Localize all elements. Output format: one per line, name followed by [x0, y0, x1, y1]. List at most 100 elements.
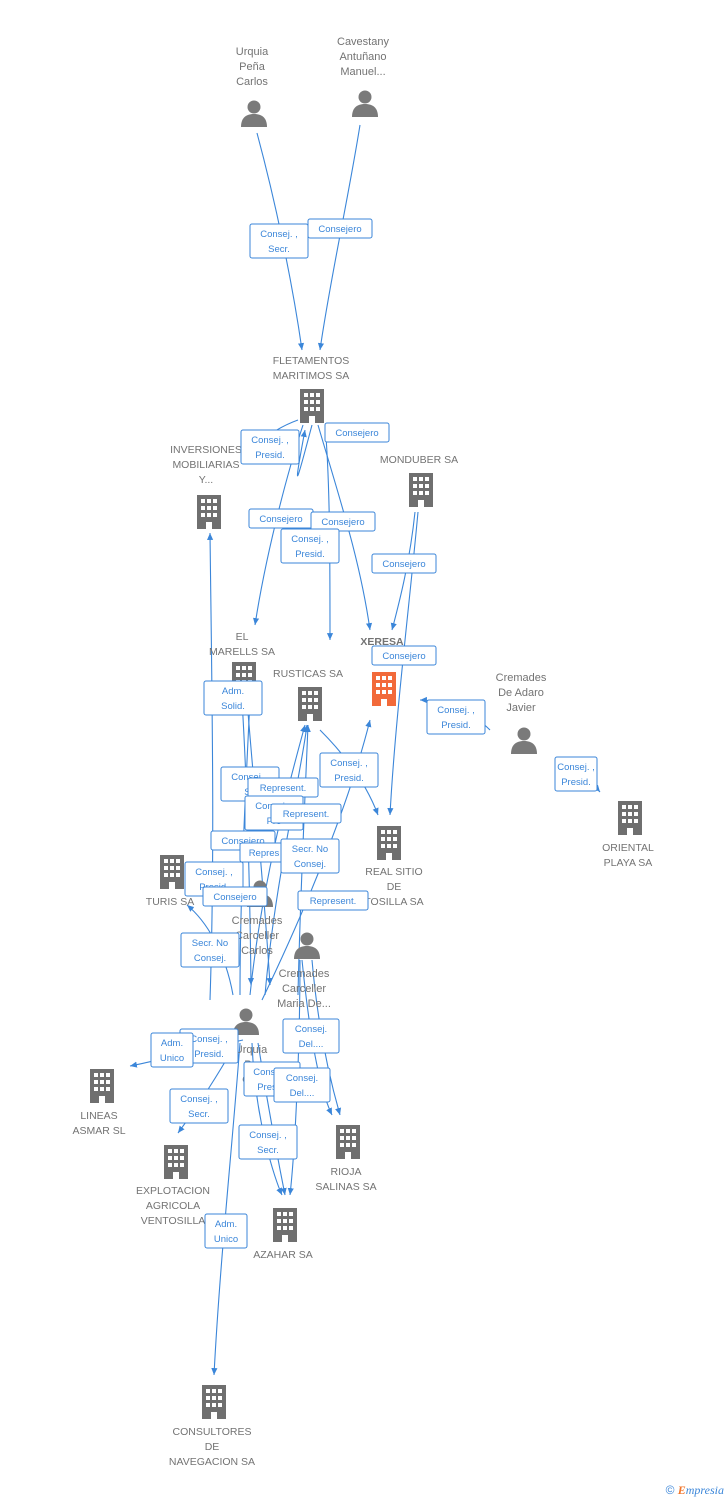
- relation-text: Consej. ,: [190, 1034, 228, 1045]
- company-node[interactable]: MONDUBER SA: [380, 454, 458, 507]
- relation-text: Secr. No: [292, 844, 328, 855]
- relation-label[interactable]: Consejero: [324, 422, 390, 443]
- relation-text: Consej.: [286, 1073, 318, 1084]
- building-icon: [90, 1069, 114, 1103]
- relation-text: Consej.: [295, 1024, 327, 1035]
- node-label: RUSTICAS SA: [273, 668, 343, 680]
- node-label: AZAHAR SA: [253, 1249, 313, 1261]
- relation-text: Consej. ,: [437, 705, 475, 716]
- building-icon: [336, 1125, 360, 1159]
- relation-text: Del....: [290, 1088, 315, 1099]
- person-icon: [511, 727, 537, 754]
- relation-label[interactable]: Consej.Del....: [282, 1018, 340, 1054]
- relation-label[interactable]: Adm.Unico: [204, 1213, 248, 1249]
- relation-label[interactable]: Consej. , Presid.: [319, 752, 379, 788]
- building-icon: [377, 826, 401, 860]
- relation-text: Presid.: [194, 1049, 224, 1060]
- building-icon: [372, 672, 396, 706]
- relation-text: Consejero: [382, 559, 425, 570]
- relation-edge: [207, 532, 214, 1001]
- copyright-symbol: ©: [665, 1483, 675, 1497]
- relation-label[interactable]: Consejero: [310, 511, 376, 532]
- relation-label[interactable]: Represent.: [297, 890, 369, 911]
- relation-text: Presid.: [334, 773, 364, 784]
- relation-text: Adm.: [215, 1219, 237, 1230]
- building-icon: [300, 389, 324, 423]
- company-node[interactable]: TURIS SA: [146, 855, 194, 908]
- relation-text: Consej. ,: [253, 1067, 291, 1078]
- relation-text: Presid.: [295, 549, 325, 560]
- building-icon: [409, 473, 433, 507]
- relation-edge: [249, 724, 307, 996]
- relation-text: Consejero: [382, 651, 425, 662]
- relation-label[interactable]: Consejero: [202, 886, 268, 907]
- relation-label[interactable]: Consejero: [248, 508, 314, 529]
- footer-brand[interactable]: © Empresia: [666, 1483, 724, 1498]
- relation-label[interactable]: Consej. Del....: [273, 1067, 331, 1103]
- relation-text: Consejero: [213, 892, 256, 903]
- building-icon: [160, 855, 184, 889]
- relation-label[interactable]: Represent.: [247, 777, 319, 798]
- relation-label[interactable]: Represent.: [270, 803, 342, 824]
- relation-label[interactable]: Consejero: [371, 645, 437, 666]
- company-node[interactable]: AZAHAR SA: [253, 1208, 313, 1261]
- company-node[interactable]: RUSTICAS SA: [273, 668, 343, 721]
- relation-label[interactable]: Consej. ,Presid.: [280, 528, 340, 564]
- relation-text: Represent.: [310, 896, 356, 907]
- relation-label[interactable]: Adm.Solid.: [203, 680, 263, 716]
- relation-text: Presid.: [255, 450, 285, 461]
- relation-text: Consejero: [259, 514, 302, 525]
- relation-edge: [296, 424, 313, 477]
- building-icon: [202, 1385, 226, 1419]
- relation-text: Represent.: [283, 809, 329, 820]
- relation-text: Consej. ,: [330, 758, 368, 769]
- relation-text: Presid.: [441, 720, 471, 731]
- relation-label[interactable]: Consej. , Secr.: [169, 1088, 229, 1124]
- relation-text: Secr. No: [192, 938, 228, 949]
- relation-edge: [390, 511, 416, 631]
- empresia-logo: Empresia: [677, 1483, 724, 1497]
- relation-label[interactable]: Consej. ,Presid.: [240, 429, 300, 465]
- relation-text: Consej. ,: [249, 1130, 287, 1141]
- relation-label[interactable]: Consej. , Presid.: [426, 699, 486, 735]
- relation-text: Repres: [249, 848, 280, 859]
- relation-label[interactable]: Adm.Unico: [150, 1032, 194, 1068]
- relation-label[interactable]: Consej. , Secr.: [238, 1124, 298, 1160]
- relation-label[interactable]: Consejero: [307, 218, 373, 239]
- relation-label[interactable]: Consej. ,Presid.: [554, 756, 598, 792]
- building-icon: [273, 1208, 297, 1242]
- relation-label[interactable]: Consej. ,Secr.: [249, 223, 309, 259]
- relation-edge: [317, 124, 361, 351]
- relation-text: Consej. ,: [557, 762, 595, 773]
- relation-text: Consej. ,: [180, 1094, 218, 1105]
- person-icon: [241, 100, 267, 127]
- relation-text: Secr.: [188, 1109, 210, 1120]
- relation-label[interactable]: Consejero: [371, 553, 437, 574]
- relation-text: Secr.: [257, 1145, 279, 1156]
